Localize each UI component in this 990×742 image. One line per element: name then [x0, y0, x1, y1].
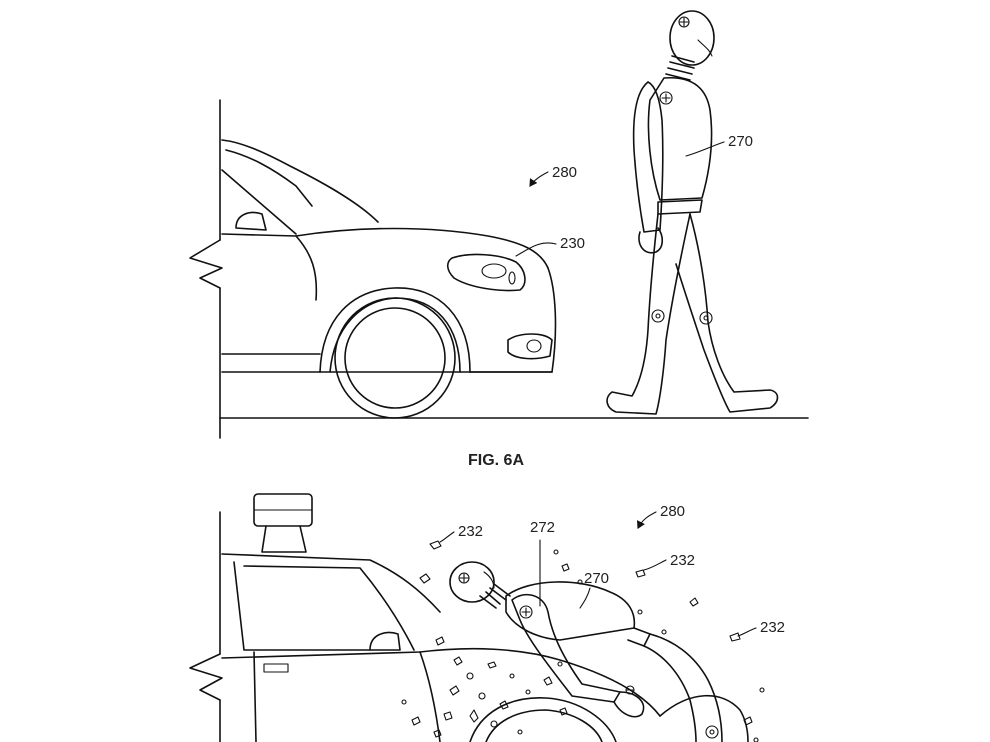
pedestrian-dummy-6b: [449, 561, 723, 742]
label-232-right: 232: [760, 619, 785, 636]
pedestrian-dummy-270: [606, 10, 779, 415]
break-line-6b: [189, 511, 223, 742]
figure-6a: 280 230 270 FIG. 6A: [189, 10, 809, 469]
label-230: 230: [560, 235, 585, 252]
leader-230: [515, 242, 557, 257]
caption-fig-6a: FIG. 6A: [468, 452, 524, 469]
leader-270-6a: [685, 141, 725, 157]
label-270-6b: 270: [584, 570, 609, 587]
adhesive-particles: [401, 540, 765, 742]
leader-232-mid: [643, 559, 667, 571]
label-232-mid: 232: [670, 552, 695, 569]
label-280-6b: 280: [660, 503, 685, 520]
leader-232-right: [737, 627, 757, 637]
label-270-6a: 270: [728, 133, 753, 150]
break-line-6a: [189, 99, 223, 439]
leader-280-6b: [637, 511, 657, 529]
figure-6b: 280 232 272 232 270 232: [189, 493, 785, 742]
label-272: 272: [530, 519, 555, 536]
leader-280-6a: [529, 171, 549, 187]
vehicle-230: [221, 139, 557, 419]
leader-232-left: [439, 531, 455, 543]
label-280-6a: 280: [552, 164, 577, 181]
label-232-left: 232: [458, 523, 483, 540]
leader-270-6b: [579, 587, 591, 609]
vehicle-6b: [221, 493, 749, 742]
